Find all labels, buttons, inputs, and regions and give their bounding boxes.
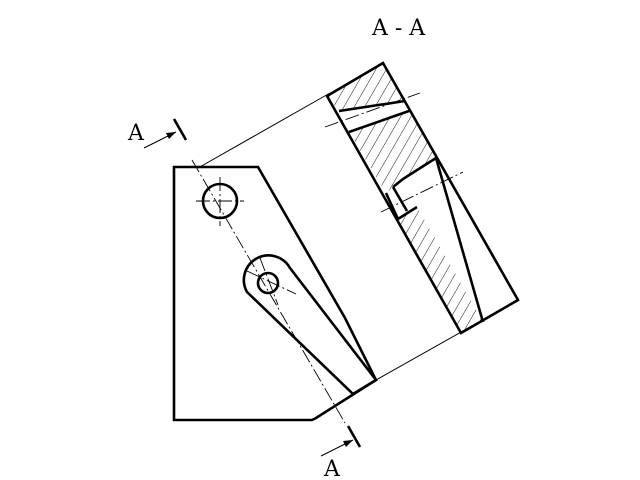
section-axis-line [191, 159, 346, 424]
slot-hole-center-1 [246, 270, 297, 295]
section-view [324, 61, 520, 335]
slot-hole [256, 271, 280, 295]
cutting-plane-top [143, 118, 188, 149]
cut-label-bottom: A [323, 457, 341, 480]
main-view-slot [242, 254, 378, 396]
projection-line-top [197, 92, 331, 169]
cut-label-top: A [127, 121, 145, 146]
slot-hole-center-2 [259, 257, 279, 306]
cutting-plane-bottom [320, 425, 362, 457]
main-view-plate [172, 165, 378, 422]
section-title: A - A [371, 16, 426, 41]
